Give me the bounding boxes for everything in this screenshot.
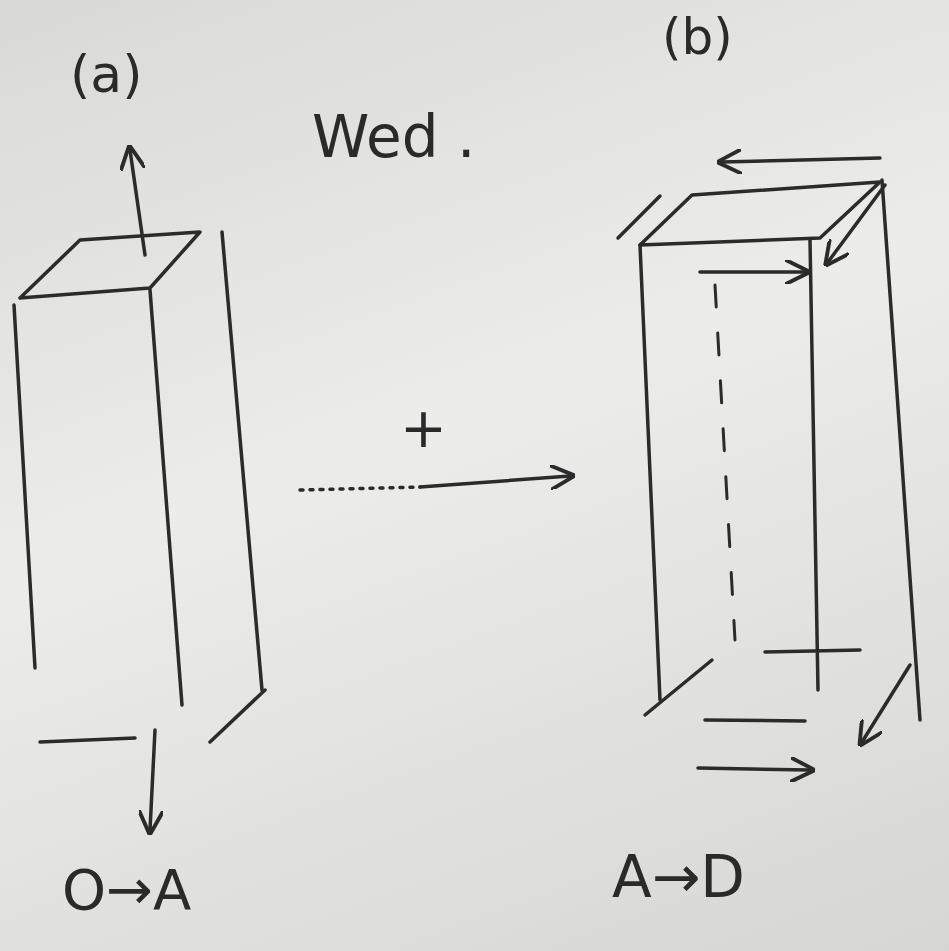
prism-a: [14, 150, 265, 830]
arrow: [420, 476, 570, 487]
handwritten-label: O→A: [62, 862, 191, 918]
dotted-line: [300, 487, 420, 490]
handwritten-label: Wed .: [312, 108, 475, 166]
handwritten-label: (a): [70, 48, 142, 100]
handwritten-label: A→D: [612, 848, 745, 906]
prism-b: [618, 158, 920, 770]
handwritten-label: +: [400, 400, 447, 456]
handwritten-label: (b): [662, 12, 733, 62]
